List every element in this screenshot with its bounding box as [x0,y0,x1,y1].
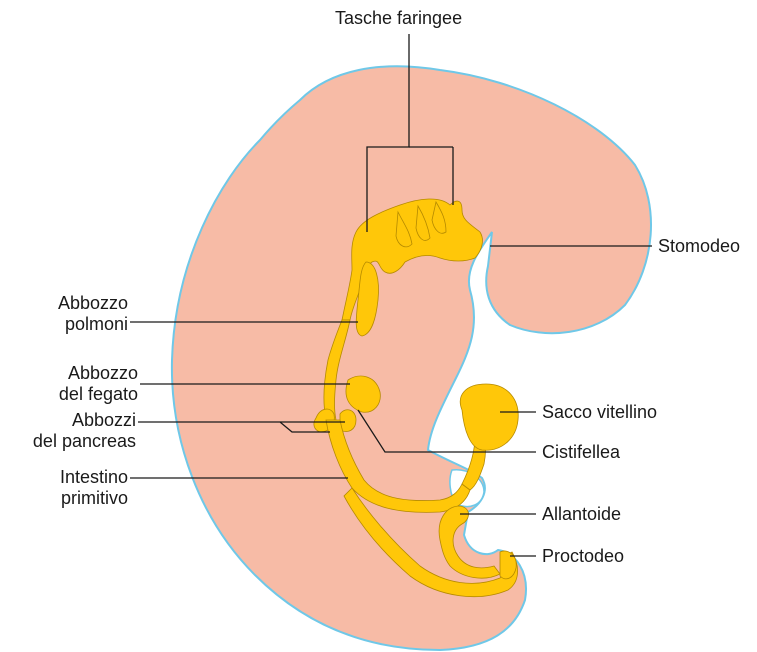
label-abbozzo-polmoni-line2: polmoni [40,314,128,335]
label-proctodeo: Proctodeo [542,546,624,567]
label-cistifellea: Cistifellea [542,442,620,463]
label-intestino-primitivo-line2: primitivo [30,488,128,509]
label-intestino-primitivo-line1: Intestino [30,467,128,488]
label-abbozzo-fegato-line1: Abbozzo [40,363,138,384]
label-abbozzi-pancreas: Abbozzi del pancreas [4,410,136,452]
label-abbozzo-fegato: Abbozzo del fegato [40,363,138,405]
label-abbozzi-pancreas-line1: Abbozzi [4,410,136,431]
yolk-sac-shape [460,384,518,450]
label-abbozzi-pancreas-line2: del pancreas [4,431,136,452]
label-tasche-faringee: Tasche faringee [335,8,462,29]
label-sacco-vitellino: Sacco vitellino [542,402,657,423]
label-abbozzo-polmoni-line1: Abbozzo [40,293,128,314]
label-stomodeo: Stomodeo [658,236,740,257]
label-allantoide: Allantoide [542,504,621,525]
label-intestino-primitivo: Intestino primitivo [30,467,128,509]
label-abbozzo-fegato-line2: del fegato [40,384,138,405]
pancreas-bud [340,410,356,432]
label-abbozzo-polmoni: Abbozzo polmoni [40,293,128,335]
